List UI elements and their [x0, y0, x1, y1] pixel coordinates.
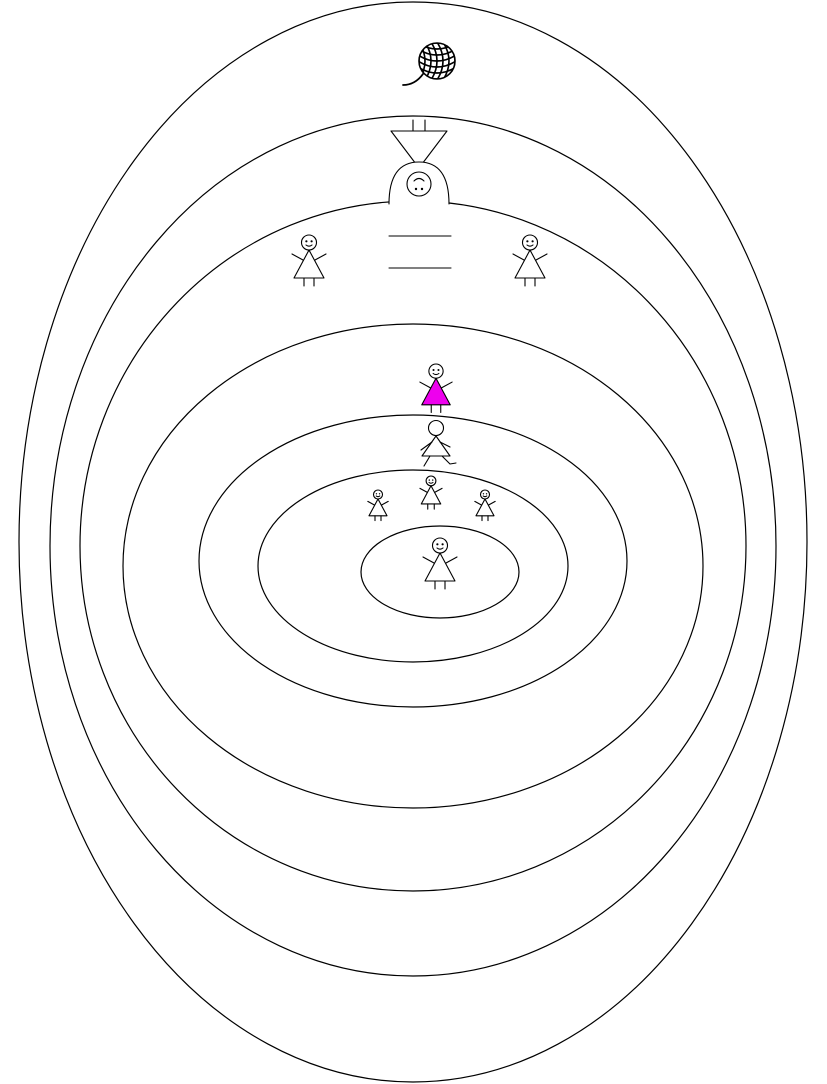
- person-icon: [420, 364, 452, 412]
- equals-icon: [389, 236, 451, 268]
- ring-2: [50, 116, 776, 976]
- person-icon: [513, 235, 547, 286]
- figure-group: [292, 29, 547, 589]
- ring-4: [123, 324, 703, 808]
- person-icon: [420, 476, 442, 509]
- yarn-ball-icon: [403, 29, 461, 85]
- person-icon: [423, 538, 457, 589]
- inverted-figure-icon: [389, 120, 449, 204]
- person-icon: [292, 235, 326, 286]
- ring-6: [258, 470, 568, 662]
- person-icon: [368, 490, 388, 521]
- sitting-person-icon: [421, 421, 456, 467]
- ring-5: [199, 415, 627, 707]
- person-icon: [475, 490, 495, 521]
- ring-3: [80, 201, 746, 891]
